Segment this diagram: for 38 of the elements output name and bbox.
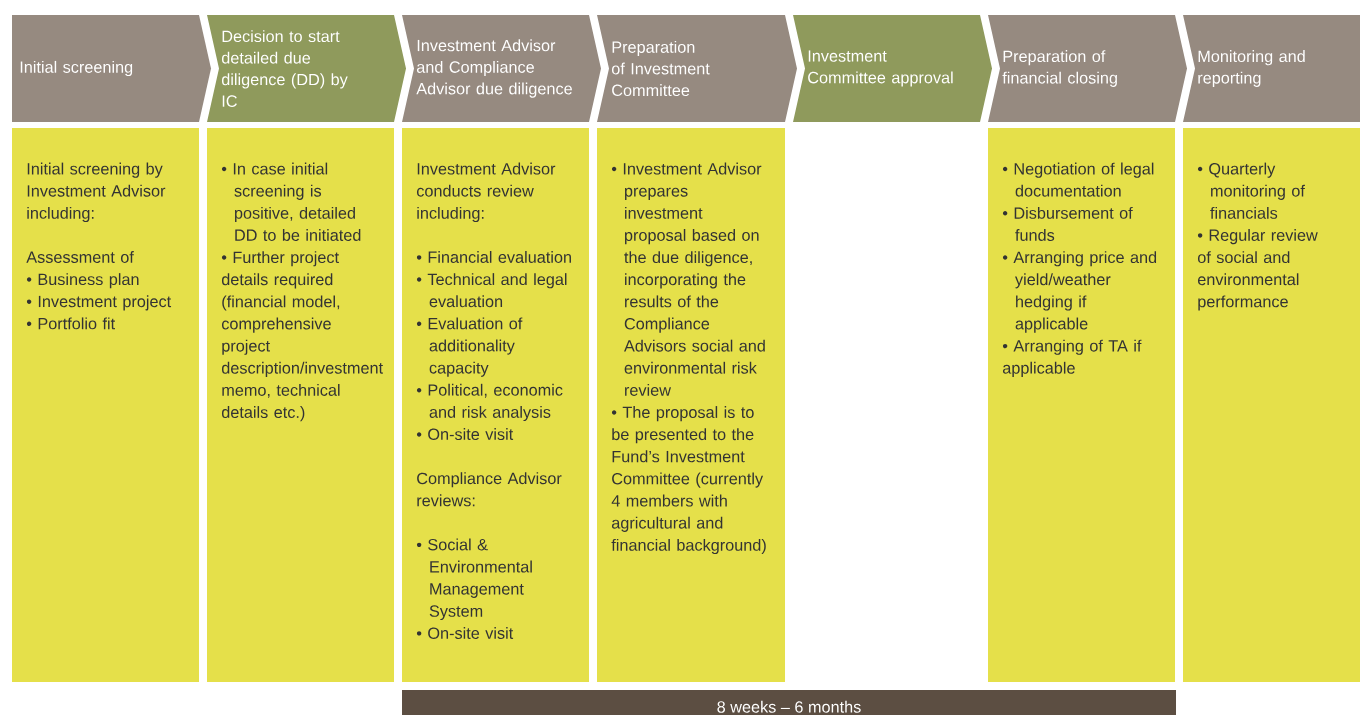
bullet-item: • The proposal is to be presented to the Fund’s Investment Committee (currently 4 members with agricultural and financial background) (611, 406, 766, 555)
bullet-item: • Investment project (26, 295, 172, 311)
bullet-item: • Arranging price and yield/weather hedging if applicable (1002, 251, 1157, 333)
stage-header: Decision to start detailed due diligence (DD) by IC (207, 15, 406, 122)
stage-header: Monitoring and reporting (1183, 15, 1360, 122)
bullet-item: • Social & Environmental Management System (416, 538, 532, 621)
stage-header: Investment Committee approval (793, 15, 992, 122)
bullet-item: • Further project details required (financial model, comprehensive project description/investment memo, technical details etc.) (221, 251, 383, 422)
stage-header: Preparation of financial closing (988, 15, 1187, 122)
bullet-item: • Investment Advisor prepares investment proposal based on the due diligence, incorporating the results of the Compliance Advisors social and environmental risk review (611, 162, 765, 396)
body-text: Investment Advisor conducts review including: (416, 162, 556, 223)
bullet-item: • Technical and legal evaluation (416, 273, 567, 308)
bullet-item: • Evaluation of additionality capacity (416, 317, 523, 377)
bullet-item: • Quarterly monitoring of financials (1197, 162, 1305, 219)
duration-bar: 8 weeks – 6 months (402, 690, 1176, 715)
bullet-item: • Financial evaluation (416, 251, 571, 263)
bullet-item: • On-site visit (416, 428, 514, 441)
body-text: Initial screening by Investment Advisor including: (27, 162, 166, 223)
stage-header: Initial screening (12, 15, 211, 122)
content-box (207, 128, 394, 682)
bullet-item: • Regular review of social and environmental performance (1197, 229, 1318, 311)
bullet-item: • Portfolio fit (26, 317, 115, 330)
content-box (988, 128, 1175, 682)
body-text: Assessment of (26, 251, 134, 263)
body-text: Compliance Advisor reviews: (417, 472, 562, 507)
content-box (1183, 128, 1360, 682)
stage-header: Preparation of Investment Committee (597, 15, 797, 122)
bullet-item: • Arranging of TA if applicable (1002, 339, 1142, 377)
bullet-item: • In case initial screening is positive, detailed DD to be initiated (221, 162, 361, 241)
bullet-item: • Political, economic and risk analysis (416, 383, 563, 422)
content-box (402, 128, 589, 682)
bullet-item: • Disbursement of funds (1002, 206, 1133, 241)
bullet-item: • Negotiation of legal documentation (1002, 162, 1154, 197)
bullet-item: • Business plan (26, 273, 139, 289)
bullet-item: • On-site visit (416, 627, 514, 639)
content-box (12, 128, 199, 682)
content-box (597, 128, 785, 682)
stage-header: Investment Advisor and Compliance Advisor due diligence (402, 15, 601, 122)
